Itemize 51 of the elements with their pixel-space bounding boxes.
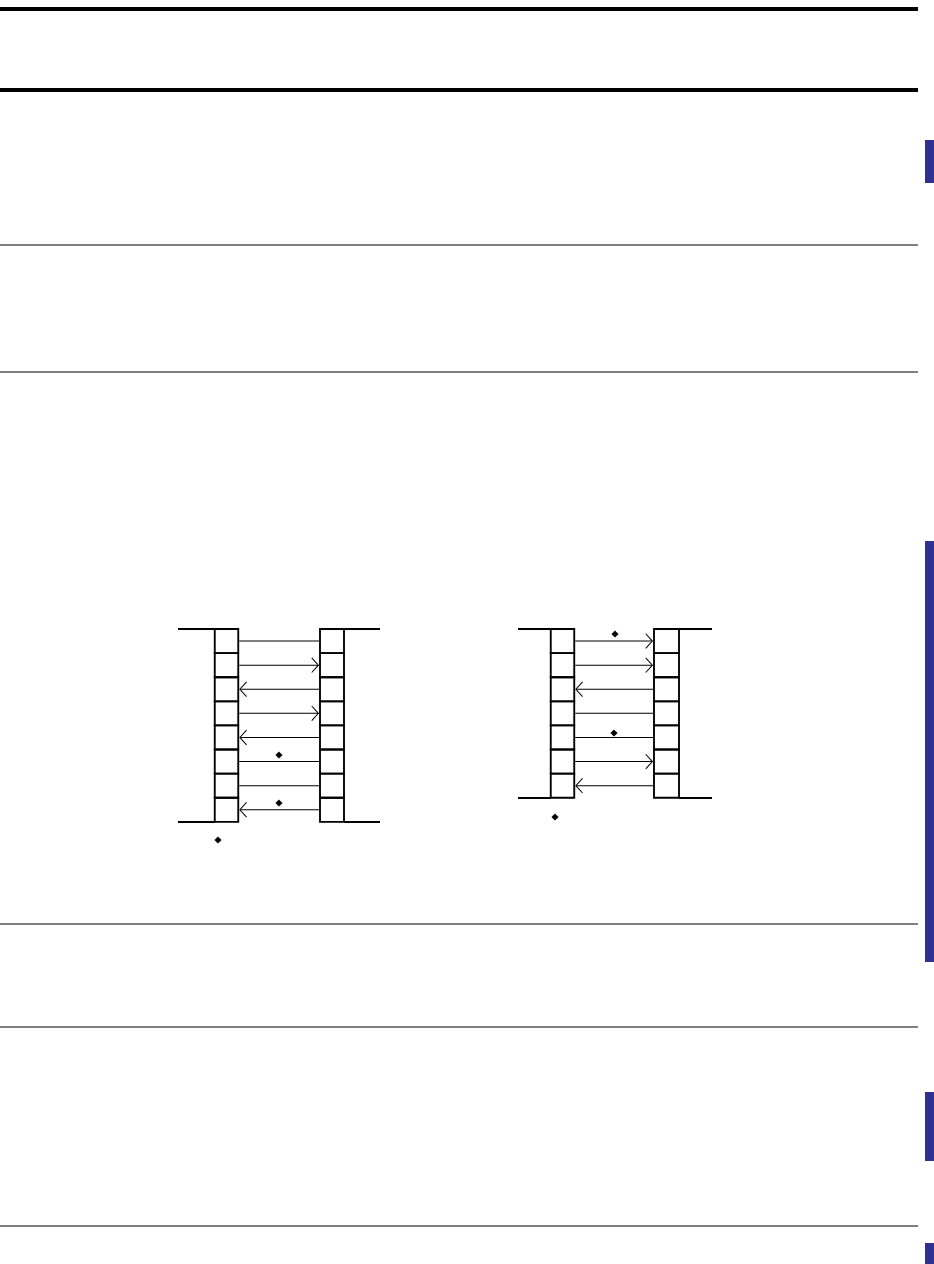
slot-box: [319, 652, 345, 679]
diamond-mark: ◆: [275, 799, 283, 807]
slot-box: [213, 748, 240, 775]
slot-box: [549, 772, 576, 799]
slot-box: [319, 796, 345, 823]
slot-box: [549, 628, 576, 655]
connector-line: [574, 736, 654, 738]
diamond-mark: ◆: [611, 630, 619, 638]
slot-box: [213, 700, 240, 727]
slot-box: [653, 652, 680, 679]
slot-box: [319, 700, 345, 727]
slot-box: [549, 700, 576, 727]
connector-line: [238, 761, 320, 763]
slot-box: [213, 772, 240, 799]
slot-box: [319, 676, 345, 703]
slot-box: [319, 748, 345, 775]
connector-line: [238, 640, 320, 642]
slot-box: [213, 676, 240, 703]
slot-box: [549, 652, 576, 679]
slot-box: [653, 772, 680, 799]
arrow: [575, 681, 654, 698]
diamond-mark: ◆: [551, 813, 559, 821]
slot-box: [319, 628, 345, 655]
connector-line: [238, 785, 320, 787]
slot-box: [549, 724, 576, 751]
slot-box: [653, 748, 680, 775]
slot-box: [653, 676, 680, 703]
slot-box: [653, 628, 680, 655]
slot-box: [549, 748, 576, 775]
slot-box: [549, 676, 576, 703]
arrow: [574, 633, 653, 649]
arrow: [239, 681, 320, 698]
slot-box: [653, 700, 680, 727]
slot-box: [213, 628, 240, 655]
arrow: [574, 657, 653, 673]
diamond-mark: ◆: [610, 729, 618, 737]
arrow: [239, 729, 320, 746]
slot-box: [319, 724, 345, 751]
slot-box: [213, 796, 240, 823]
diamond-mark: ◆: [275, 751, 283, 759]
slot-box: [653, 724, 680, 751]
arrow: [239, 801, 320, 818]
connector-line: [574, 712, 654, 714]
arrow: [575, 777, 654, 794]
arrow: [238, 657, 319, 673]
slot-box: [213, 724, 240, 751]
arrow: [238, 705, 319, 722]
diamond-mark: ◆: [214, 836, 222, 844]
slot-box: [213, 652, 240, 679]
slot-box: [319, 772, 345, 799]
arrow: [574, 753, 653, 770]
